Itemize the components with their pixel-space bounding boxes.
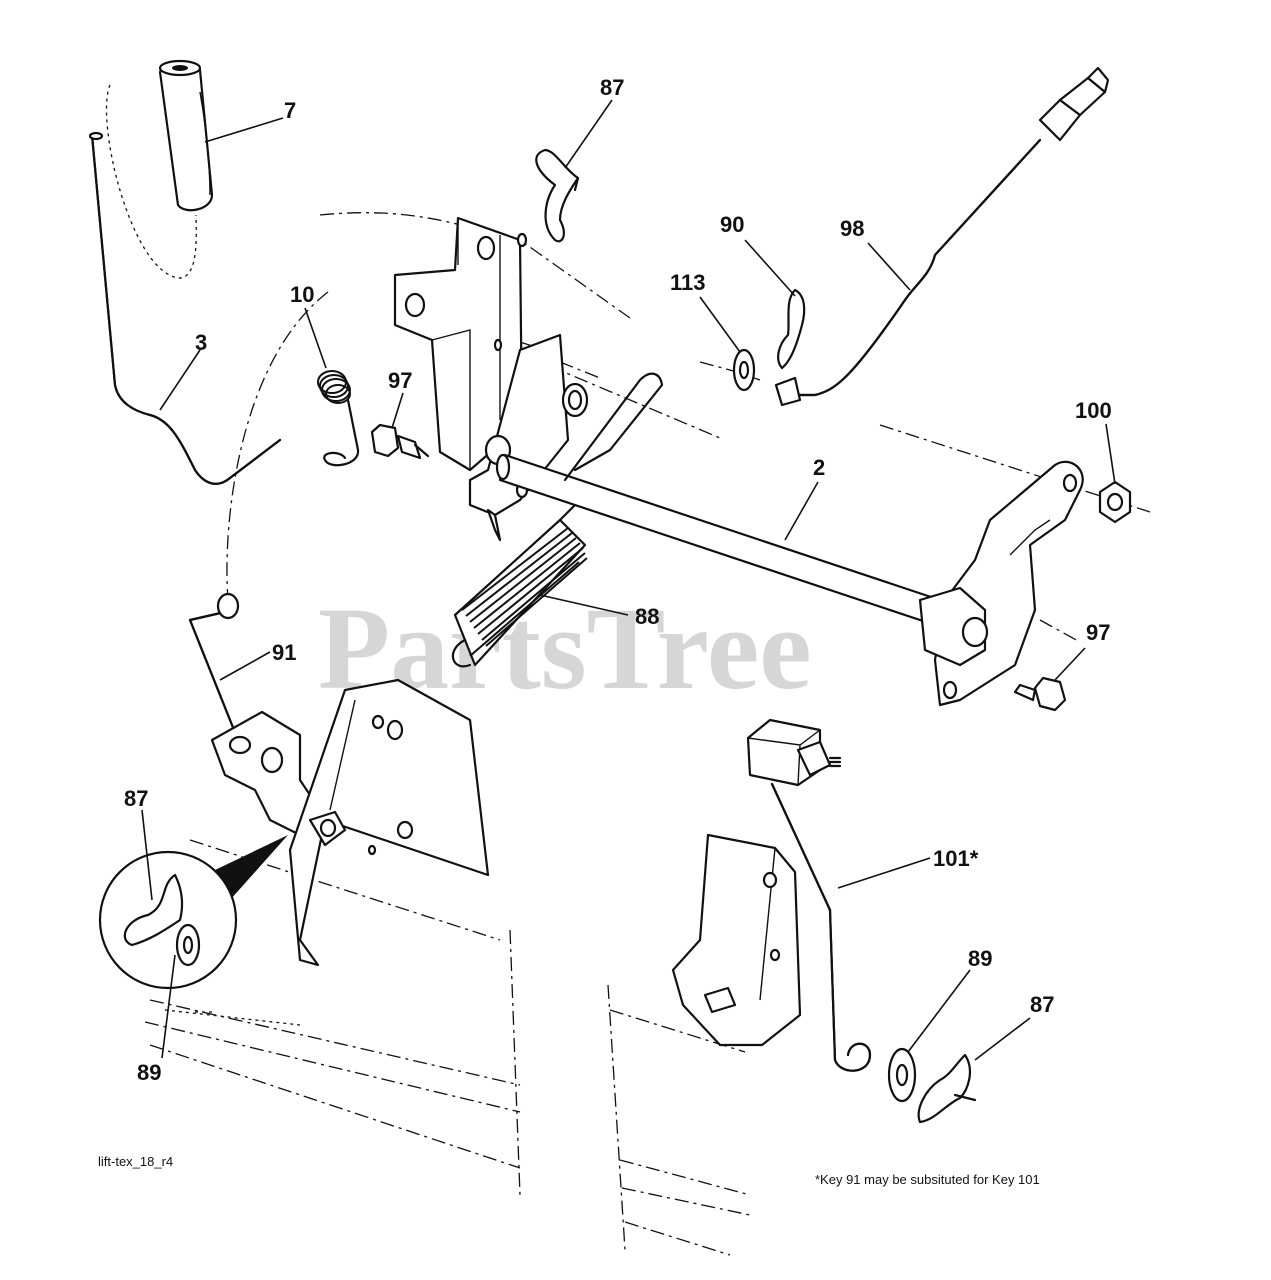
footnote: *Key 91 may be subsituted for Key 101 xyxy=(815,1172,1040,1187)
extension-spring-part-88 xyxy=(451,503,588,668)
lift-handle-rod-part-3 xyxy=(88,131,282,485)
callout-91: 91 xyxy=(272,640,296,665)
callout-98: 98 xyxy=(840,216,864,241)
callout-87-right: 87 xyxy=(1030,992,1054,1017)
callout-90: 90 xyxy=(720,212,744,237)
left-hanger-plate xyxy=(288,678,490,967)
bolt-part-97-left xyxy=(370,423,430,460)
callout-101: 101* xyxy=(933,846,979,871)
right-lift-arm xyxy=(918,460,1084,707)
callout-2: 2 xyxy=(813,455,825,480)
callout-113: 113 xyxy=(670,270,706,295)
callout-97-left: 97 xyxy=(388,368,412,393)
hairpin-clip-part-87-top xyxy=(535,148,580,243)
adjustment-rod-part-98 xyxy=(774,66,1110,407)
torsion-spring-part-10 xyxy=(317,370,360,467)
callout-100: 100 xyxy=(1075,398,1112,423)
bolt-part-97-right xyxy=(1013,676,1067,712)
callout-89-detail: 89 xyxy=(137,1060,161,1085)
callout-7: 7 xyxy=(284,98,296,123)
lift-link-part-101 xyxy=(746,718,872,1072)
right-hanger-plate xyxy=(671,833,802,1047)
lift-link-part-91 xyxy=(188,592,322,837)
detail-circle-clip-washer xyxy=(98,835,288,990)
callout-3: 3 xyxy=(195,330,207,355)
callout-labels: 7 87 90 98 113 10 3 97 100 2 88 97 91 87… xyxy=(124,75,1112,1085)
nut-part-100 xyxy=(1098,480,1132,524)
hairpin-clip-part-87-right xyxy=(917,1053,977,1124)
callout-89-right: 89 xyxy=(968,946,992,971)
handle-grip-part-7 xyxy=(105,59,214,279)
washer-part-113 xyxy=(732,348,756,392)
callout-87-top: 87 xyxy=(600,75,624,100)
callout-97-right: 97 xyxy=(1086,620,1110,645)
callout-10: 10 xyxy=(290,282,314,307)
callout-88: 88 xyxy=(635,604,659,629)
drawing-id: lift-tex_18_r4 xyxy=(98,1154,173,1169)
callout-87-detail: 87 xyxy=(124,786,148,811)
callout-leaders xyxy=(141,99,1116,1061)
hairpin-clip-part-90 xyxy=(777,288,806,370)
washer-part-89-right xyxy=(887,1047,917,1103)
center-lines xyxy=(144,212,1151,1256)
